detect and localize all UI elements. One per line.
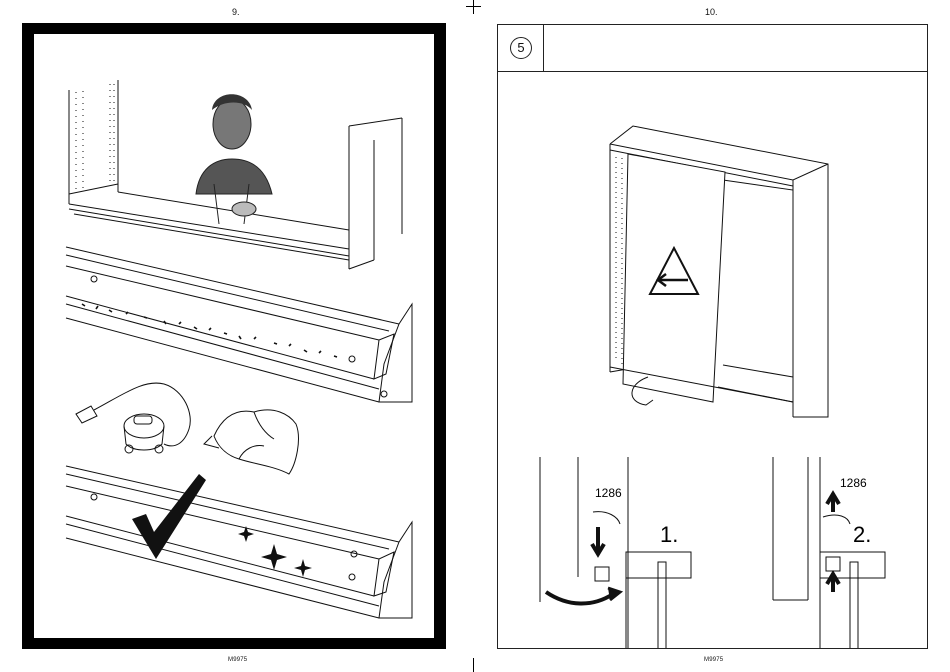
cleaning-rail-illustration xyxy=(34,34,434,638)
right-step-frame: 5 xyxy=(497,24,928,649)
left-doc-code: M9975 xyxy=(228,657,247,663)
sparkle-icon xyxy=(238,526,312,577)
hole-row-right xyxy=(616,157,622,364)
left-illustration-area xyxy=(34,34,434,638)
rail-closeup-dirty xyxy=(66,247,412,402)
right-page-number: 10. xyxy=(705,7,718,17)
left-illustration-frame xyxy=(22,23,446,649)
detail-2-step-label: 2. xyxy=(853,522,871,547)
crop-mark-top-h xyxy=(466,6,481,7)
cloth-drawing xyxy=(204,410,298,474)
rail-closeup-clean xyxy=(66,466,412,618)
step-number-cell: 5 xyxy=(498,25,544,71)
detail-1-step-label: 1. xyxy=(660,522,678,547)
vacuum-cleaner-drawing xyxy=(76,383,190,453)
detail-1-part-code: 1286 xyxy=(595,486,622,500)
step-header: 5 xyxy=(498,25,927,72)
mascot-figure xyxy=(196,94,272,224)
left-page-number: 9. xyxy=(232,7,240,17)
detail-2-part-code: 1286 xyxy=(840,476,867,490)
wardrobe-drawing xyxy=(610,126,828,417)
detail-2-drawing xyxy=(773,457,885,648)
crop-mark-top xyxy=(473,0,474,14)
step-number: 5 xyxy=(510,37,532,59)
hole-row xyxy=(76,84,114,194)
right-doc-code: M9975 xyxy=(704,657,723,663)
dirt-specks xyxy=(82,304,337,357)
door-install-illustration: 1286 1. 1286 2. xyxy=(498,72,928,648)
crop-mark-bottom xyxy=(473,658,474,672)
